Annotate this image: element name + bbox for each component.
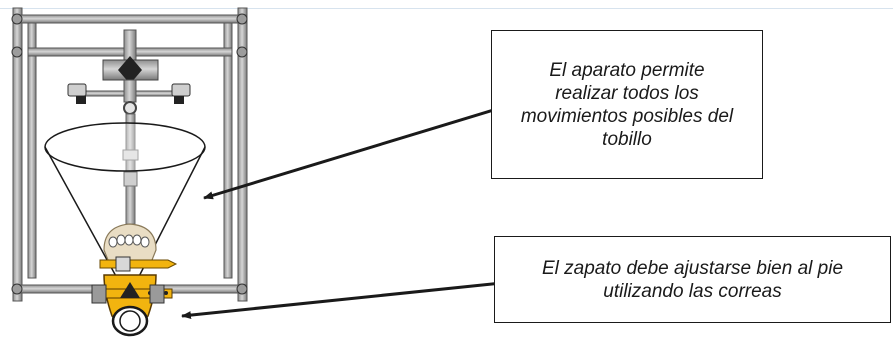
motion-arrow [203,100,521,200]
foot-in-shoe [91,223,178,337]
callout-box-motion: El aparato permite realizar todos los mo… [491,30,763,179]
top-divider [0,8,893,9]
callout-box-shoe: El zapato debe ajustarse bien al pie uti… [494,236,891,323]
top-mount [67,29,191,115]
motion-cone [44,122,206,299]
callout-text-shoe: El zapato debe ajustarse bien al pie uti… [541,257,844,302]
shoe-arrow [181,277,541,320]
callout-text-motion: El aparato permite realizar todos los mo… [520,59,734,150]
